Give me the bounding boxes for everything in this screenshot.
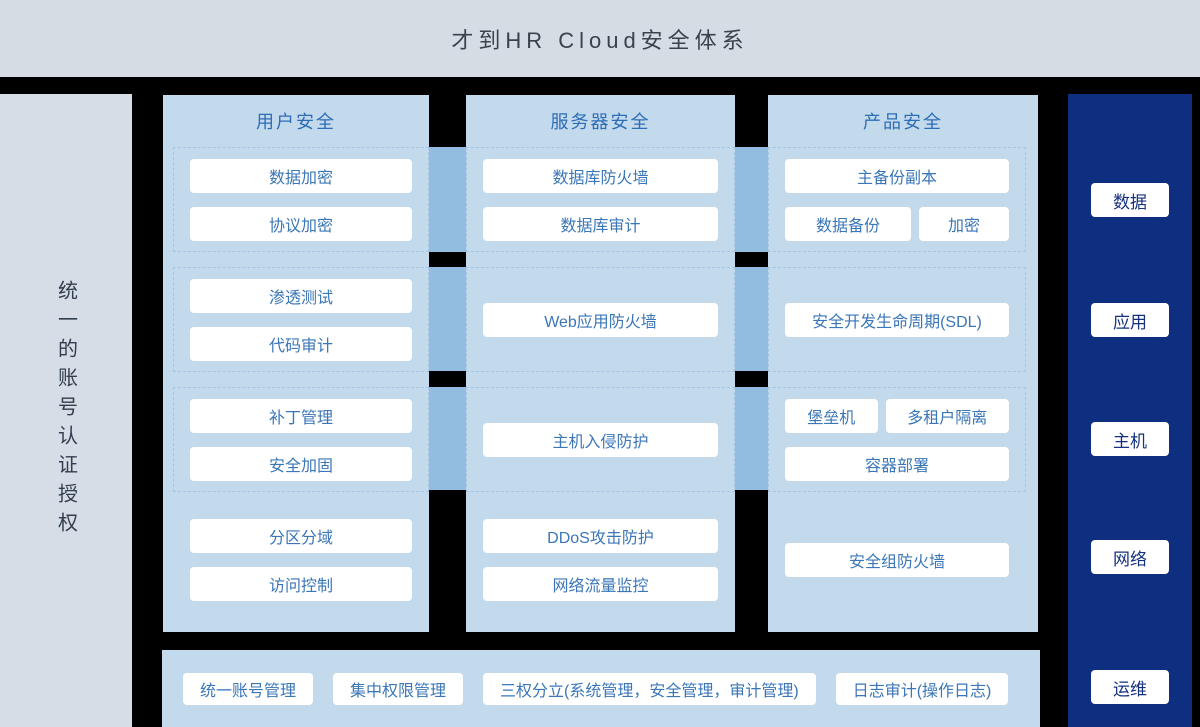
- column-user-security: 用户安全 数据加密协议加密渗透测试代码审计补丁管理安全加固分区分域访问控制: [163, 95, 429, 632]
- bottom-panel-item: 集中权限管理: [333, 672, 464, 705]
- security-item: 主机入侵防护: [483, 422, 718, 457]
- security-item: 堡垒机: [785, 398, 878, 433]
- security-item: Web应用防火墙: [483, 302, 718, 337]
- security-item-row: 协议加密: [174, 206, 428, 241]
- security-item-row: 安全开发生命周期(SDL): [769, 302, 1025, 337]
- security-item-row: 安全加固: [174, 446, 428, 481]
- security-item-row: Web应用防火墙: [467, 302, 734, 337]
- connector-band: [429, 387, 466, 490]
- security-section: Web应用防火墙: [466, 267, 735, 372]
- security-section: 补丁管理安全加固: [173, 387, 429, 492]
- security-item: 加密: [919, 206, 1009, 241]
- column-title: 用户安全: [256, 112, 336, 132]
- left-banner: 统一的账号认证授权: [0, 94, 132, 727]
- bottom-panel-item: 统一账号管理: [183, 672, 314, 705]
- security-item: 数据库防火墙: [483, 158, 718, 193]
- security-item-row: 主备份副本: [769, 158, 1025, 193]
- security-item: 安全开发生命周期(SDL): [785, 302, 1009, 337]
- security-section: 分区分域访问控制: [173, 507, 429, 612]
- column-product-security: 产品安全 主备份副本数据备份加密安全开发生命周期(SDL)堡垒机多租户隔离容器部…: [768, 95, 1038, 632]
- security-item: 安全组防火墙: [785, 542, 1009, 577]
- security-section: 主机入侵防护: [466, 387, 735, 492]
- connector-band: [429, 147, 466, 252]
- security-item: 代码审计: [190, 326, 412, 361]
- security-section: 安全组防火墙: [768, 507, 1026, 612]
- security-item: DDoS攻击防护: [483, 518, 718, 553]
- bottom-panel-item: 日志审计(操作日志): [835, 672, 1009, 705]
- security-item-row: 堡垒机多租户隔离: [769, 398, 1025, 433]
- security-section: 渗透测试代码审计: [173, 267, 429, 372]
- bottom-panel: 统一账号管理集中权限管理三权分立(系统管理，安全管理，审计管理) 日志审计(操作日…: [162, 650, 1040, 727]
- security-item: 数据备份: [785, 206, 911, 241]
- page-header: 才到HR Cloud安全体系: [0, 0, 1200, 77]
- rail-item: 主机: [1091, 422, 1169, 456]
- security-item: 主备份副本: [785, 158, 1009, 193]
- security-section: DDoS攻击防护网络流量监控: [466, 507, 735, 612]
- security-section: 安全开发生命周期(SDL): [768, 267, 1026, 372]
- security-item: 安全加固: [190, 446, 412, 481]
- security-item-row: 补丁管理: [174, 398, 428, 433]
- security-item: 分区分域: [190, 518, 412, 553]
- security-item-row: 分区分域: [174, 518, 428, 553]
- connector-band: [735, 147, 768, 252]
- column-server-security: 服务器安全 数据库防火墙数据库审计 Web应用防火墙主机入侵防护 DDoS攻击防护网…: [466, 95, 735, 632]
- security-item-row: DDoS攻击防护: [467, 518, 734, 553]
- security-item: 协议加密: [190, 206, 412, 241]
- security-item-row: 安全组防火墙: [769, 542, 1025, 577]
- connector-band: [735, 387, 768, 490]
- security-item-row: 容器部署: [769, 446, 1025, 481]
- right-rail: 数据应用主机网络运维: [1068, 94, 1192, 727]
- rail-item: 应用: [1091, 303, 1169, 337]
- bottom-panel-item: 三权分立(系统管理，安全管理，审计管理): [483, 672, 816, 705]
- connector-band: [735, 267, 768, 371]
- column-title: 服务器安全: [550, 112, 651, 132]
- rail-item: 运维: [1091, 670, 1169, 704]
- security-item-row: 数据备份加密: [769, 206, 1025, 241]
- security-item: 多租户隔离: [885, 398, 1009, 433]
- security-item-row: 主机入侵防护: [467, 422, 734, 457]
- rail-item: 网络: [1091, 540, 1169, 574]
- security-item: 数据加密: [190, 158, 412, 193]
- security-item: 容器部署: [785, 446, 1009, 481]
- security-item: 数据库审计: [483, 206, 718, 241]
- security-item-row: 访问控制: [174, 566, 428, 601]
- security-item-row: 数据库防火墙: [467, 158, 734, 193]
- security-item-row: 渗透测试: [174, 278, 428, 313]
- rail-item: 数据: [1091, 183, 1169, 217]
- security-item: 渗透测试: [190, 278, 412, 313]
- security-item: 网络流量监控: [483, 566, 718, 601]
- security-item-row: 代码审计: [174, 326, 428, 361]
- security-item-row: 数据库审计: [467, 206, 734, 241]
- left-banner-label: 统一的账号认证授权: [54, 280, 77, 541]
- security-section: 数据加密协议加密: [173, 147, 429, 252]
- security-item-row: 网络流量监控: [467, 566, 734, 601]
- security-section: 主备份副本数据备份加密: [768, 147, 1026, 252]
- connector-band: [429, 267, 466, 371]
- security-section: 堡垒机多租户隔离容器部署: [768, 387, 1026, 492]
- security-section: 数据库防火墙数据库审计: [466, 147, 735, 252]
- page-title: 才到HR Cloud安全体系: [451, 27, 749, 53]
- security-item: 补丁管理: [190, 398, 412, 433]
- column-title: 产品安全: [863, 112, 943, 132]
- security-item-row: 数据加密: [174, 158, 428, 193]
- security-item: 访问控制: [190, 566, 412, 601]
